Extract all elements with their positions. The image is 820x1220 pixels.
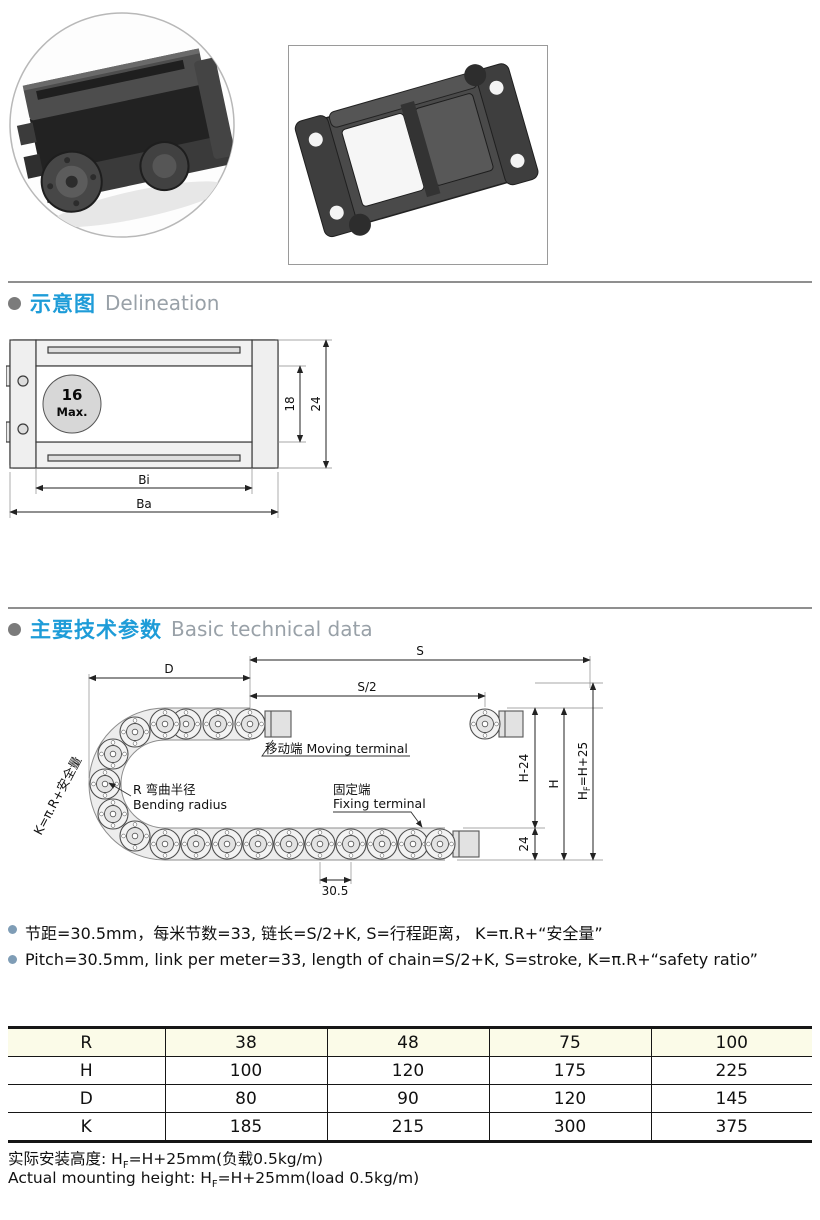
carrier-cross-section [6,339,279,469]
note-text: 节距=30.5mm，每米节数=33, 链长=S/2+K, S=行程距离， K=π… [25,924,603,943]
dimension-lines [9,339,330,516]
dim-label-24: 24 [517,836,531,851]
bending-radius-label-en: Bending radius [133,797,227,812]
max-cable-ball: 16 Max. [42,374,102,434]
footer-text: =H+25mm(负载0.5kg/m) [128,1150,324,1168]
chain-link-art [294,63,539,238]
bullet-icon [8,955,17,964]
moving-terminal-leader [261,739,410,757]
cable-chain-link-photo-left [9,12,235,238]
table-cell: R [8,1027,165,1057]
table-cell: 375 [650,1112,812,1142]
dim-label-h-minus-24: H-24 [517,754,531,783]
bullet-icon [8,925,17,934]
dim-label-hf: HF=H+25 [576,742,593,800]
section-title-en: Delineation [105,291,220,315]
section-header-delineation: 示意图 Delineation [8,289,219,317]
table-cell: K [8,1112,165,1142]
footer-text: =H+25mm(load 0.5kg/m) [217,1169,420,1187]
section-header-technical: 主要技术参数 Basic technical data [8,615,373,643]
footer-line-en: Actual mounting height: HF=H+25mm(load 0… [8,1169,419,1190]
fixing-terminal-label-cn: 固定端 [333,782,371,797]
divider [8,607,812,609]
table-cell: 185 [164,1112,327,1142]
cross-section-diagram: 16 Max. 18 24 Bi Ba [6,336,346,526]
moving-terminal-label: 移动端 Moving terminal [265,741,408,756]
table-cell: 145 [650,1084,812,1113]
section-title-cn: 主要技术参数 [30,618,162,642]
spec-table: R 38 48 75 100 H 100 120 175 225 D 80 90… [8,1026,812,1143]
table-row: K 185 215 300 375 [8,1112,812,1142]
dim-label-24: 24 [309,396,323,411]
dim-label-pitch: 30.5 [322,884,349,898]
note-pitch-cn: 节距=30.5mm，每米节数=33, 链长=S/2+K, S=行程距离， K=π… [8,920,808,944]
chain-link-art [16,48,235,228]
table-cell: 120 [488,1084,651,1113]
curve-safety-label: K=π.R+安全量 [30,754,84,838]
footer-line-cn: 实际安装高度: HF=H+25mm(负载0.5kg/m) [8,1147,323,1171]
section-bullet-icon [8,622,21,636]
table-cell: 215 [326,1112,489,1142]
table-cell: 75 [488,1027,651,1057]
table-cell: 225 [650,1056,812,1085]
table-cell: 300 [488,1112,651,1142]
divider [8,281,812,283]
table-row: H 100 120 175 225 [8,1056,812,1085]
fixing-terminal-leader [333,811,423,828]
table-cell: H [8,1056,165,1085]
ball-label-max: Max. [57,405,88,419]
footer-sub: F [211,1179,218,1191]
table-cell: 48 [326,1027,489,1057]
table-cell: 100 [164,1056,327,1085]
section-bullet-icon [8,296,21,310]
dim-label-ba: Ba [136,497,152,511]
dim-label-d: D [164,662,173,676]
table-cell: 100 [650,1027,812,1057]
dim-label-18: 18 [283,396,297,411]
section-title-en: Basic technical data [171,617,373,641]
note-pitch-en: Pitch=30.5mm, link per meter=33, length … [8,950,808,969]
dim-label-bi: Bi [138,473,150,487]
table-row: D 80 90 120 145 [8,1084,812,1113]
table-cell: 38 [164,1027,327,1057]
cable-chain-link-photo-right [294,63,539,238]
table-cell: 120 [326,1056,489,1085]
footer-text: 实际安装高度: H [8,1150,123,1168]
table-cell: 175 [488,1056,651,1085]
note-text: Pitch=30.5mm, link per meter=33, length … [25,950,758,969]
table-cell: 90 [326,1084,489,1113]
product-photo-circle [5,8,239,242]
dim-label-s-half: S/2 [357,680,376,694]
fixing-terminal-label-en: Fixing terminal [333,796,426,811]
footer-text: Actual mounting height: H [8,1169,212,1187]
ball-label-16: 16 [62,386,83,404]
table-cell: 80 [164,1084,327,1113]
section-title-cn: 示意图 [30,292,96,316]
dim-label-h: H [547,779,561,788]
bend-diagram: S D S/2 H-24 24 H HF=H+25 30.5 K=π.R+安全量… [15,644,615,899]
dimension-lines [88,656,597,884]
table-cell: D [8,1084,165,1113]
bending-radius-leader [108,782,132,797]
footer-sub: F [122,1160,129,1172]
dim-label-s: S [416,644,424,658]
product-photo-box [288,45,548,265]
table-header-row: R 38 48 75 100 [8,1027,812,1057]
bending-radius-label-cn: R 弯曲半径 [133,782,196,797]
